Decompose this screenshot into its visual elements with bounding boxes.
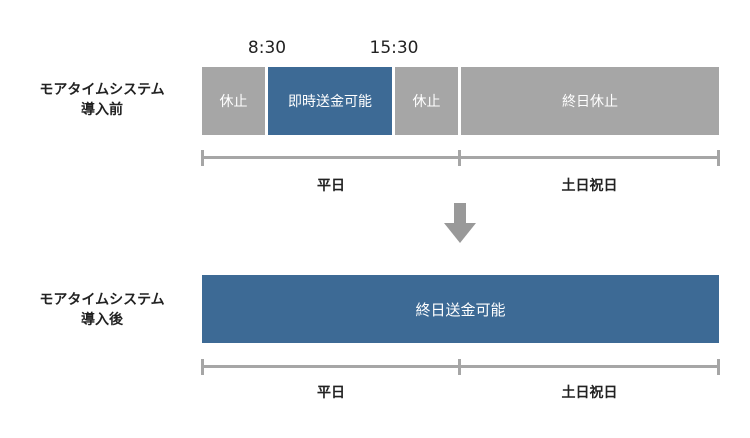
before-range-scale [201, 150, 721, 170]
range-line [201, 365, 720, 368]
after-all-day-bar: 終日送金可能 [202, 275, 719, 343]
before-label-line1: モアタイムシステム [39, 82, 165, 98]
after-weekday-label: 平日 [317, 385, 345, 401]
before-timeline-bar: 休止 即時送金可能 休止 終日休止 [202, 67, 719, 135]
after-label-line1: モアタイムシステム [39, 292, 165, 308]
before-weekday-label: 平日 [317, 178, 345, 194]
segment-closed-all-day: 終日休止 [461, 67, 719, 135]
after-label-line2: 導入後 [81, 312, 123, 328]
after-row-label: モアタイムシステム 導入後 [22, 290, 182, 330]
segment-closed-early: 休止 [202, 67, 265, 135]
down-arrow-icon [444, 203, 476, 243]
time-end-label: 15:30 [369, 38, 419, 58]
segment-instant-transfer: 即時送金可能 [268, 67, 392, 135]
time-start-label: 8:30 [247, 38, 287, 58]
range-line [201, 156, 720, 159]
before-label-line2: 導入前 [81, 102, 123, 118]
before-weekend-label: 土日祝日 [561, 178, 618, 194]
segment-closed-late: 休止 [395, 67, 458, 135]
after-range-scale [201, 359, 721, 379]
before-row-label: モアタイムシステム 導入前 [22, 80, 182, 120]
after-weekend-label: 土日祝日 [561, 385, 618, 401]
